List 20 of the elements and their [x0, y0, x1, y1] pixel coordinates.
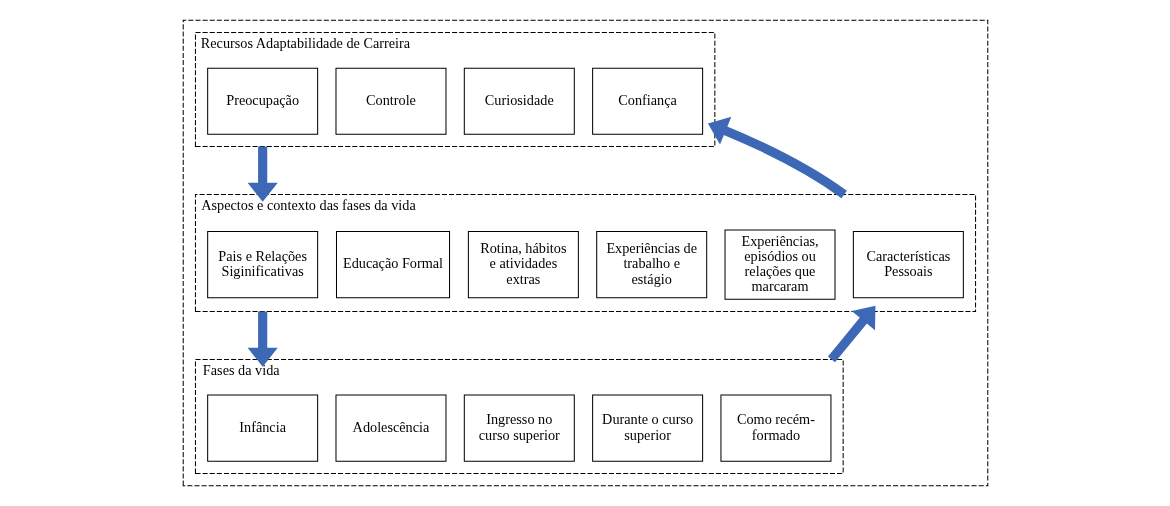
- node-box: Educação Formal: [335, 231, 450, 299]
- cluster: [182, 19, 988, 487]
- node-box: Pais e Relações Siginificativas: [206, 231, 318, 299]
- node-box: Características Pessoais: [852, 231, 964, 299]
- node-box: Adolescência: [335, 394, 446, 462]
- arrow: [247, 146, 278, 202]
- node-box: Experiências, episódios ou relações que marcaram: [724, 229, 835, 300]
- arrow: [247, 311, 278, 367]
- node-box: Curiosidade: [463, 67, 575, 135]
- arrow: [827, 305, 875, 363]
- node-box: Durante o curso superior: [591, 394, 703, 462]
- node-box: Como recém-formado: [719, 394, 831, 462]
- node-box: Experiências de trabalho e estágio: [595, 231, 707, 299]
- arrow: [707, 116, 847, 199]
- node-box: Confiança: [591, 67, 703, 135]
- node-box: Infância: [206, 394, 318, 462]
- node-box: Controle: [335, 67, 446, 135]
- node-box: Preocupação: [206, 67, 318, 135]
- node-box: Rotina, hábitos e atividades extras: [467, 231, 579, 299]
- node-box: Ingresso no curso superior: [463, 394, 575, 462]
